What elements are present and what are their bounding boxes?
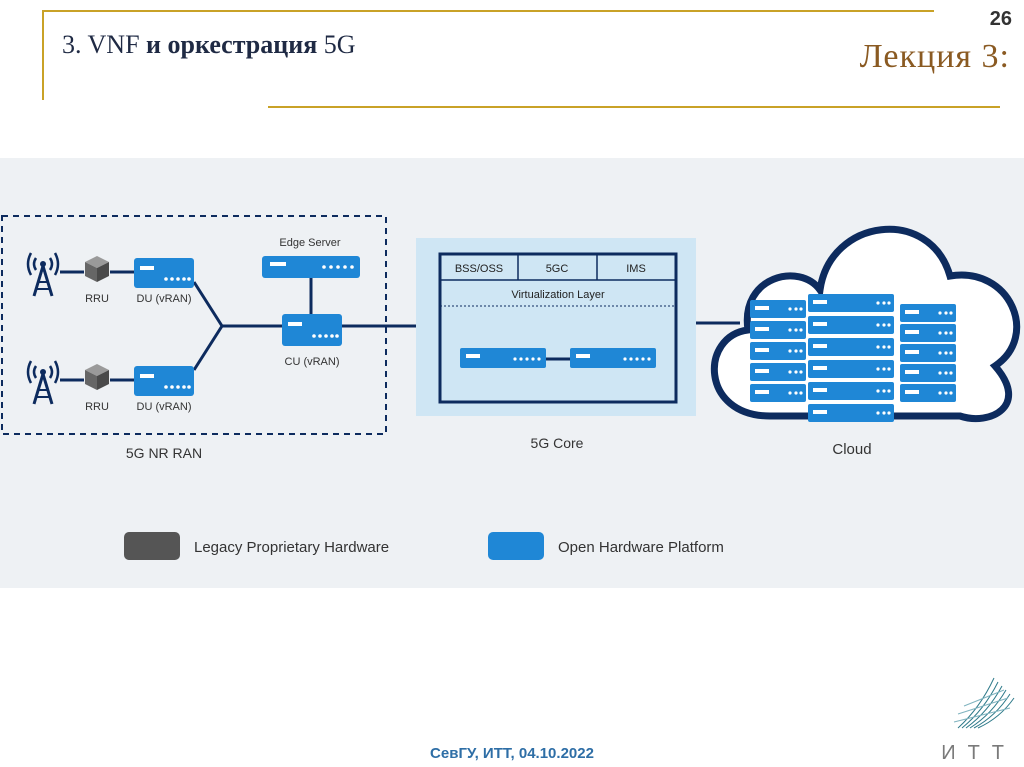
core-label: 5G Core [531,435,584,451]
core-box [438,252,678,404]
legend-label-legacy: Legacy Proprietary Hardware [194,539,389,556]
edge-server-icon [262,256,360,278]
edge-server-label: Edge Server [279,237,340,249]
cloud-label: Cloud [832,441,871,458]
header-line-bottom-long [268,106,1000,108]
rru-label: RRU [85,401,109,413]
core-function-label: BSS/OSS [455,263,503,275]
du-server-icon [134,258,194,288]
header-line-top [42,10,934,12]
core-function-label: IMS [626,263,646,275]
footer-text: СевГУ, ИТТ, 04.10.2022 [430,745,594,762]
legend-swatch-open [488,532,544,560]
itt-logo-icon [953,677,1015,729]
slide-title: 3. VNF и оркестрация 5G [62,30,356,59]
core-server-icon [460,348,546,368]
ran-label: 5G NR RAN [126,445,202,461]
legend-label-open: Open Hardware Platform [558,539,724,556]
core-function-label: 5GC [546,263,569,275]
rru-label: RRU [85,293,109,305]
du-label: DU (vRAN) [137,401,192,413]
network-diagram: RRU RRU DU (vRAN) DU (vRAN) Edge Server … [0,158,1024,588]
brand-text: ИТТ [941,742,1016,764]
core-background [416,238,696,416]
legend-swatch-legacy [124,532,180,560]
header-line-left [42,10,44,100]
core-server-icon [570,348,656,368]
cloud-servers [750,294,956,422]
page-number: 26 [989,8,1012,30]
lecture-label: Лекция 3: [859,38,1010,75]
du-server-icon [134,366,194,396]
cu-server-icon [282,314,342,346]
virtualization-label: Virtualization Layer [511,289,605,301]
du-label: DU (vRAN) [137,293,192,305]
cu-label: CU (vRAN) [285,356,340,368]
ran-boundary [1,215,387,435]
